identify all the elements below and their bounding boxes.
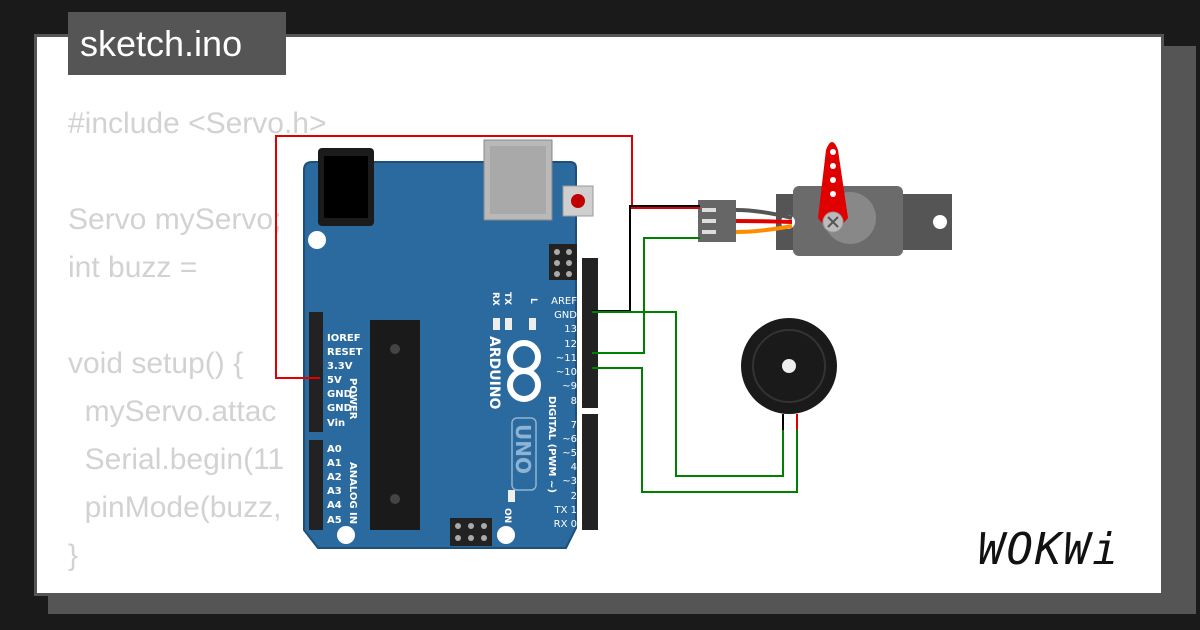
code-line: Servo myServo; [68,203,282,236]
pin-label: TX 1 [554,505,578,516]
pin-label: A5 [327,515,342,526]
wire-pin10 [592,367,798,493]
code-preview: #include <Servo.h> Servo myServo; int buzz… [68,100,327,580]
power-section-label: POWER [347,378,358,420]
pin-label: ~9 [562,381,577,392]
arduino-uno-board[interactable] [303,139,600,549]
pin-label: Vin [327,418,345,429]
pin-label: 8 [571,396,577,407]
pin-label: IOREF [327,333,361,344]
digital-header-bottom [582,414,598,530]
wire-gnd-buzzer [592,311,784,477]
piezo-buzzer[interactable] [741,318,837,430]
pin-label: RX 0 [554,519,577,530]
pin-label: 12 [564,339,577,350]
wire-5v [275,135,700,379]
pin-label: 7 [571,420,577,431]
pin-label: A4 [327,500,342,511]
pin-label: RESET [327,347,363,358]
pin-label: 5V [327,375,342,386]
pin-label: 13 [564,324,577,335]
pin-label: GND [327,389,352,400]
board-model: UNO [511,424,535,474]
pin-label: AREF [551,296,577,307]
rx-led-label: RX [490,292,500,306]
code-line: #include <Servo.h> [68,107,327,140]
power-header [309,312,323,432]
pin-label: GND [554,310,577,321]
pin-label: ~5 [562,448,577,459]
code-line: pinMode(buzz, [68,491,282,524]
analog-header [309,440,323,530]
analog-section-label: ANALOG IN [347,462,358,524]
digital-header-top [582,258,598,408]
pin-label: ~10 [556,367,577,378]
preview-card [34,34,1164,596]
code-line: void setup() { [68,347,244,380]
code-line: Serial.begin(11 [68,443,285,476]
pin-label: ~6 [562,434,577,445]
wire-gnd [592,205,700,312]
pin-label: 3.3V [327,361,353,372]
arduino-logo-icon [507,340,541,402]
pin-label: A2 [327,472,342,483]
code-line: int buzz = [68,251,198,284]
pin-label: 2 [571,491,577,502]
pin-label: A3 [327,486,342,497]
code-line: } [68,539,79,572]
pin-label: ~11 [556,353,577,364]
pin-label: 4 [571,462,577,473]
servo-connector [698,200,793,242]
tx-led-label: TX [502,292,512,305]
servo-motor[interactable] [776,142,952,256]
wire-pin11 [592,237,700,354]
pin-label: GND [327,403,352,414]
board-brand: ARDUINO [486,336,502,410]
digital-section-label: DIGITAL (PWM ~) [546,396,557,493]
wokwi-logo: WOKWi [978,524,1121,575]
on-led-label: ON [502,508,512,523]
pin-label: ~3 [562,476,577,487]
file-tab[interactable]: sketch.ino [68,12,286,75]
code-line: myServo.attac [68,395,277,428]
pin-label: A1 [327,458,342,469]
pin-label: A0 [327,444,342,455]
l-led-label: L [528,298,538,304]
